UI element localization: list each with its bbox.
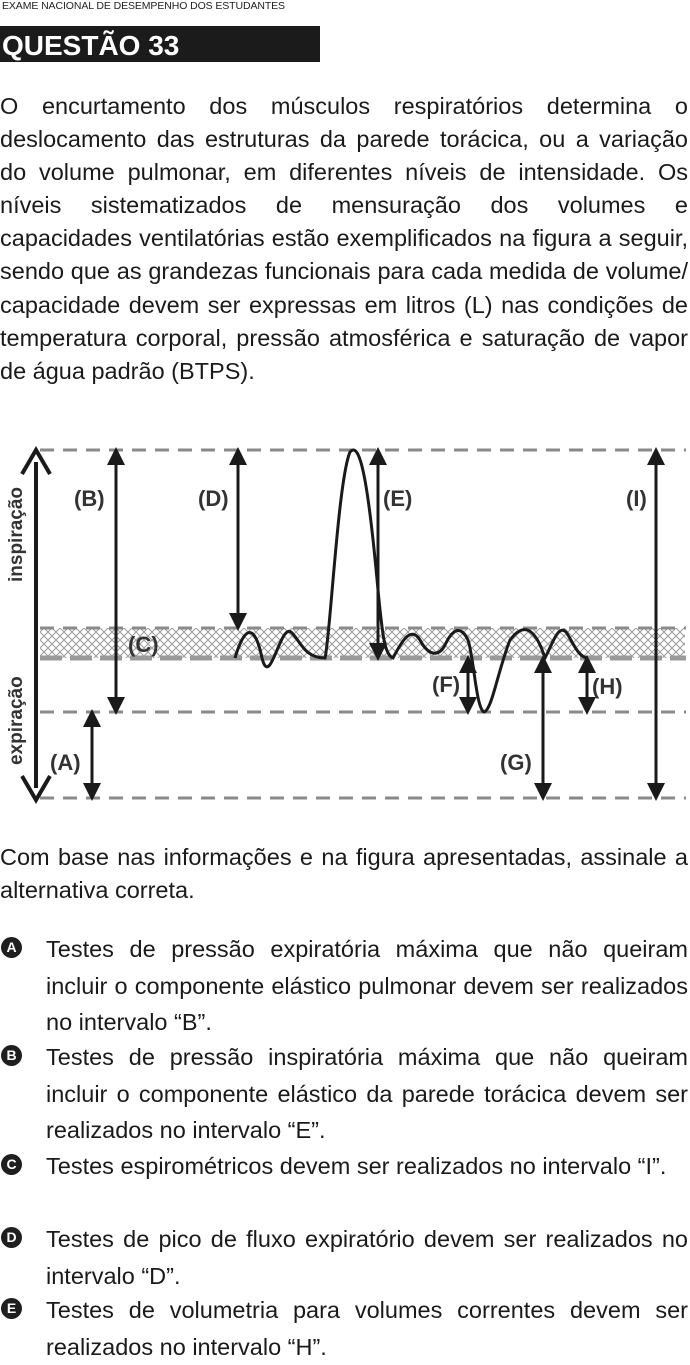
question-stem: O encurtamento dos músculos respiratório…: [0, 93, 688, 384]
option-e-badge: E: [1, 1298, 22, 1319]
axis-label-expiracao: expiração: [6, 676, 27, 765]
label-h: (H): [592, 674, 623, 699]
label-b: (B): [74, 486, 105, 511]
axis-arrow-up-icon: [20, 446, 52, 476]
label-c: (C): [128, 632, 159, 657]
option-a-text: Testes de pressão expiratória máxima que…: [46, 936, 688, 1035]
lung-volumes-diagram: inspiração expiração (A) (B) (C) (D) (E)…: [6, 446, 686, 804]
reference-lines: [40, 448, 686, 800]
question-title: QUESTÃO 33: [0, 26, 320, 62]
label-a: (A): [50, 750, 81, 775]
label-e: (E): [383, 486, 412, 511]
axis-label-inspiracao: inspiração: [6, 487, 27, 582]
option-b-text: Testes de pressão inspiratória máxima qu…: [46, 1044, 688, 1143]
exam-name-header: EXAME NACIONAL DE DESEMPENHO DOS ESTUDAN…: [2, 0, 285, 12]
option-d-badge: D: [1, 1227, 22, 1248]
option-b-badge: B: [1, 1045, 22, 1066]
question-prompt: Com base nas informações e na figura apr…: [0, 844, 688, 903]
option-a-badge: A: [1, 937, 22, 958]
option-d-text: Testes de pico de fluxo expiratório deve…: [46, 1226, 688, 1289]
option-c-badge: C: [1, 1154, 22, 1175]
option-e-text: Testes de volumetria para volumes corren…: [46, 1297, 688, 1360]
label-f: (F): [432, 672, 460, 697]
option-c-text: Testes espirométricos devem ser realizad…: [46, 1153, 667, 1179]
label-d: (D): [198, 486, 229, 511]
lung-volumes-figure: inspiração expiração (A) (B) (C) (D) (E)…: [0, 440, 690, 810]
label-g: (G): [500, 750, 532, 775]
measurement-arrows: [83, 447, 665, 801]
volume-trace: [233, 448, 589, 714]
axis-arrow-down-icon: [20, 774, 52, 804]
label-i: (I): [626, 486, 647, 511]
